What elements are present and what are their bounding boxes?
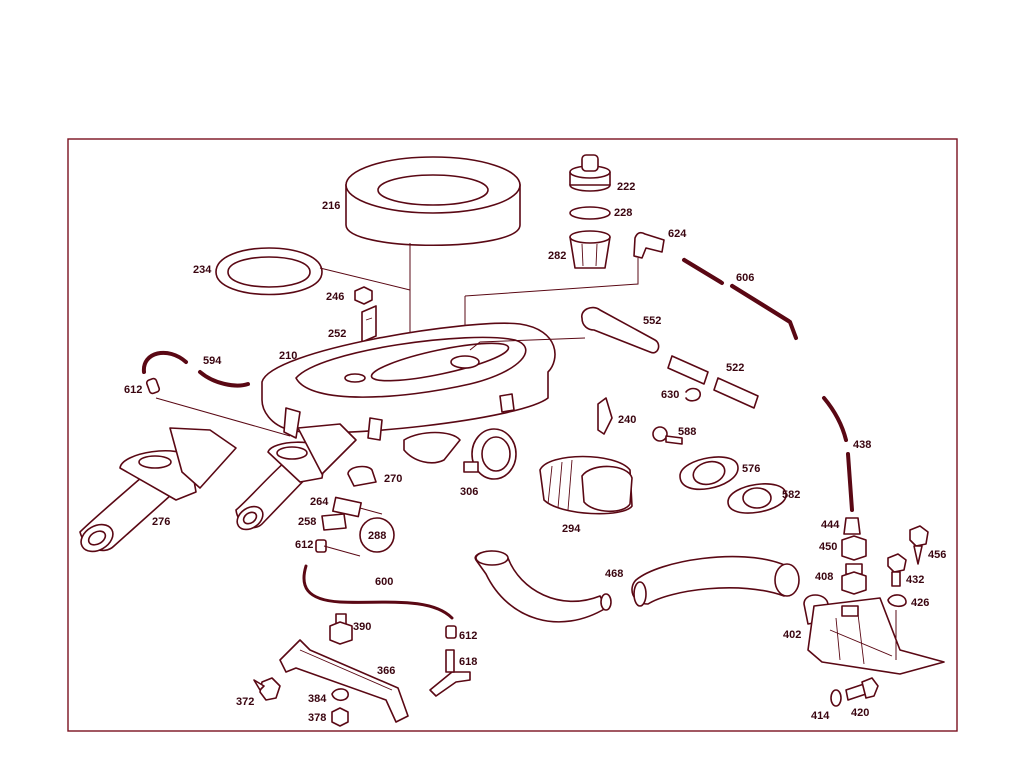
intake-tube-left — [79, 427, 237, 553]
washer-426 — [887, 594, 907, 608]
o-ring — [569, 206, 611, 220]
diagram-frame — [67, 138, 958, 732]
callout-216: 216 — [322, 200, 340, 212]
callout-630: 630 — [661, 389, 679, 401]
callout-468: 468 — [605, 568, 623, 580]
callout-366: 366 — [377, 665, 395, 677]
bolt-420 — [845, 677, 879, 701]
vent-hose — [141, 351, 250, 388]
callout-294: 294 — [562, 523, 581, 535]
callout-210: 210 — [279, 350, 297, 362]
air-filter-element — [345, 156, 521, 247]
gasket-ring — [215, 247, 323, 296]
callout-288: 288 — [368, 530, 386, 542]
callout-594: 594 — [203, 355, 222, 367]
nut-378 — [331, 707, 349, 727]
hose-clamp — [463, 428, 517, 480]
callout-612c: 612 — [459, 630, 477, 642]
t-connector — [429, 649, 471, 697]
callout-270: 270 — [384, 473, 402, 485]
callout-414: 414 — [811, 710, 830, 722]
small-bracket — [597, 397, 613, 435]
hex-fitting — [841, 535, 867, 561]
filler-cap — [569, 154, 611, 192]
cover-cap — [359, 517, 395, 553]
callout-222: 222 — [617, 181, 635, 193]
washer-414 — [830, 689, 842, 707]
callout-402: 402 — [783, 629, 801, 641]
callout-240: 240 — [618, 414, 636, 426]
callout-264: 264 — [310, 496, 329, 508]
callout-246: 246 — [326, 291, 344, 303]
callout-408: 408 — [815, 571, 833, 583]
callout-282: 282 — [548, 250, 566, 262]
callout-612a: 612 — [124, 384, 142, 396]
drain-hose — [822, 396, 854, 512]
callout-612b: 612 — [295, 539, 313, 551]
screw — [652, 426, 683, 445]
plate — [332, 496, 362, 518]
callout-234: 234 — [193, 264, 212, 276]
callout-618: 618 — [459, 656, 477, 668]
rubber-plug-2 — [315, 539, 327, 553]
plug-fitting — [843, 517, 861, 535]
callout-228: 228 — [614, 207, 632, 219]
callout-582: 582 — [782, 489, 800, 501]
coolant-hose-left — [474, 550, 612, 623]
clamp-block — [321, 513, 347, 531]
callout-378: 378 — [308, 712, 326, 724]
connector-hose-b — [713, 377, 759, 409]
hex-bolt-432 — [887, 553, 907, 587]
callout-372: 372 — [236, 696, 254, 708]
callout-438: 438 — [853, 439, 871, 451]
intake-hose — [581, 306, 660, 354]
callout-456: 456 — [928, 549, 946, 561]
mounting-strap — [279, 639, 409, 723]
flange-gasket — [679, 456, 739, 491]
air-filter-housing — [261, 322, 556, 441]
callout-306: 306 — [460, 486, 478, 498]
callout-552: 552 — [643, 315, 661, 327]
air-duct — [403, 431, 461, 464]
rubber-plug-3 — [445, 625, 457, 639]
breather-line — [682, 258, 798, 340]
hex-bolt-456 — [909, 525, 929, 565]
callout-276: 276 — [152, 516, 170, 528]
rubber-bellow — [539, 455, 633, 515]
callout-258: 258 — [298, 516, 316, 528]
hose-clip — [685, 387, 701, 402]
callout-600: 600 — [375, 576, 393, 588]
callout-450: 450 — [819, 541, 837, 553]
callout-606: 606 — [736, 272, 754, 284]
connector-hose-a — [667, 355, 709, 385]
callout-432: 432 — [906, 574, 924, 586]
callout-588: 588 — [678, 426, 696, 438]
elbow-hose — [633, 231, 665, 259]
hex-nut — [354, 286, 373, 305]
callout-426: 426 — [911, 597, 929, 609]
washer-384 — [331, 688, 349, 702]
intake-tube-right — [235, 423, 357, 531]
mounting-bracket — [361, 305, 377, 343]
callout-420: 420 — [851, 707, 869, 719]
screw-372 — [253, 677, 281, 701]
callout-522: 522 — [726, 362, 744, 374]
filter-insert — [569, 230, 611, 269]
callout-labels: 216 222 228 624 234 282 606 246 252 552 … — [124, 181, 946, 724]
support-bracket — [803, 594, 945, 675]
callout-384: 384 — [308, 693, 327, 705]
seal-plate — [727, 483, 787, 514]
rubber-plug — [145, 377, 161, 395]
callout-444: 444 — [821, 519, 840, 531]
callout-390: 390 — [353, 621, 371, 633]
stud-bolt — [329, 613, 353, 645]
valve-fitting — [841, 563, 867, 595]
callout-624: 624 — [668, 228, 687, 240]
callout-576: 576 — [742, 463, 760, 475]
temp-sensor — [347, 465, 377, 487]
callout-252: 252 — [328, 328, 346, 340]
vacuum-line — [302, 564, 454, 620]
coolant-hose-right — [631, 555, 800, 607]
